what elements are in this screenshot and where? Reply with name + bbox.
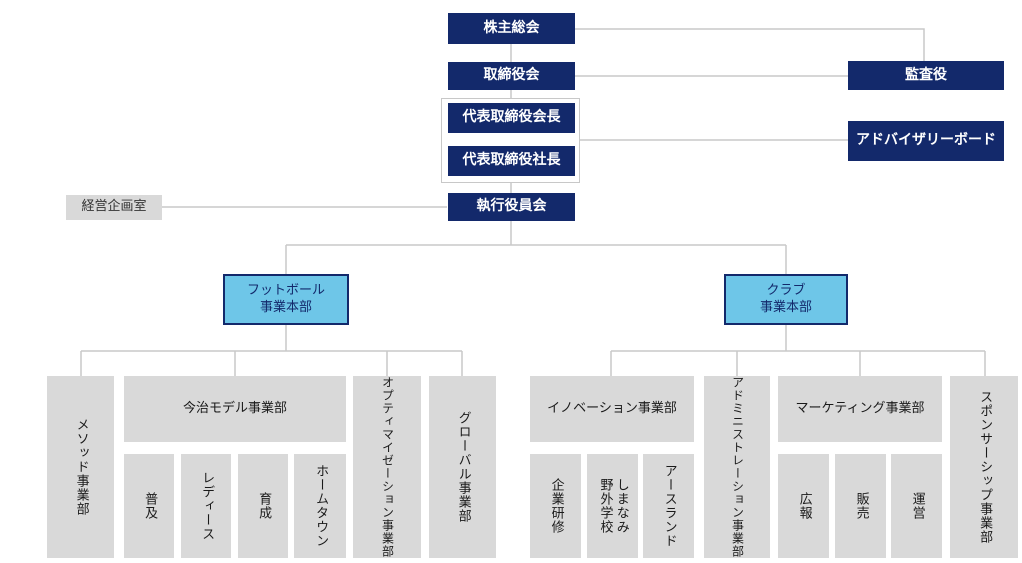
advisory-board-box: アドバイザリーボード bbox=[848, 121, 1004, 161]
imabari-model-dept-box: 今治モデル事業部 bbox=[124, 376, 346, 442]
auditor-box: 監査役 bbox=[848, 61, 1004, 90]
administration-dept-box: アドミニストレーション事業部 bbox=[704, 376, 770, 558]
executive-board-box: 執行役員会 bbox=[448, 193, 575, 221]
chairman-box: 代表取締役会長 bbox=[448, 103, 575, 133]
innovation-sub-training: 企業研修 bbox=[530, 454, 581, 558]
innovation-sub-shimanami: しまなみ 野外学校 bbox=[587, 454, 638, 558]
imabari-sub-ikusei: 育成 bbox=[238, 454, 288, 558]
shareholders-box: 株主総会 bbox=[448, 13, 575, 44]
marketing-sub-sales: 販売 bbox=[835, 454, 886, 558]
global-dept-box: グローバル事業部 bbox=[429, 376, 496, 558]
marketing-sub-operations: 運営 bbox=[891, 454, 942, 558]
president-box: 代表取締役社長 bbox=[448, 146, 575, 176]
board-box: 取締役会 bbox=[448, 62, 575, 90]
imabari-sub-fukyu: 普及 bbox=[124, 454, 174, 558]
marketing-dept-box: マーケティング事業部 bbox=[778, 376, 942, 442]
innovation-sub-earthland: アースランド bbox=[643, 454, 694, 558]
football-division-box: フットボール 事業本部 bbox=[223, 274, 349, 325]
optimization-dept-box: オプティマイゼーション事業部 bbox=[353, 376, 421, 558]
imabari-sub-hometown: ホームタウン bbox=[294, 454, 346, 558]
marketing-sub-pr: 広報 bbox=[778, 454, 829, 558]
innovation-dept-box: イノベーション事業部 bbox=[530, 376, 694, 442]
imabari-sub-ladies: レディース bbox=[181, 454, 231, 558]
planning-office-box: 経営企画室 bbox=[66, 195, 162, 220]
sponsorship-dept-box: スポンサーシップ事業部 bbox=[950, 376, 1018, 558]
club-division-box: クラブ 事業本部 bbox=[724, 274, 848, 325]
method-dept-box: メソッド事業部 bbox=[47, 376, 114, 558]
